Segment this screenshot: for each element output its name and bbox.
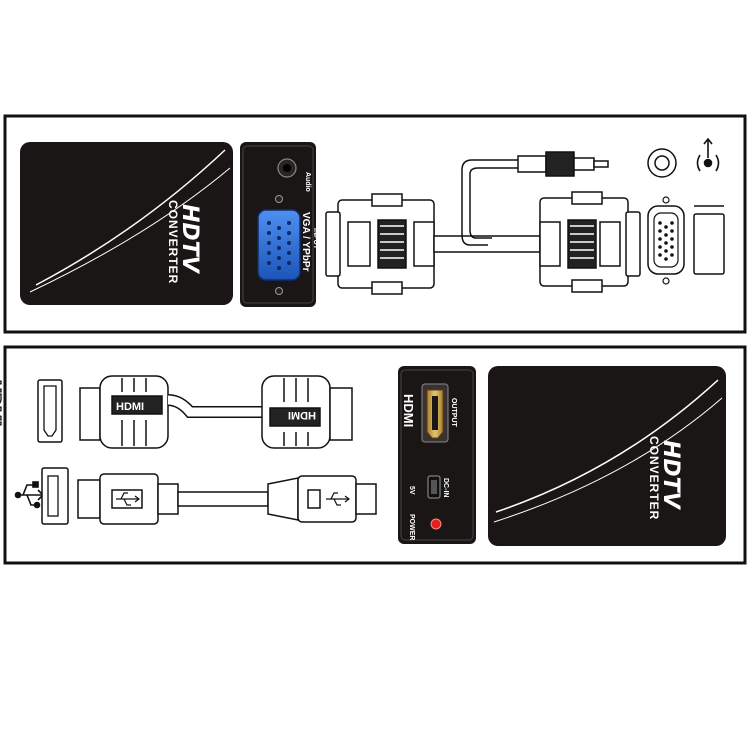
output-label: OUTPUT (450, 398, 457, 428)
output-panel: HDMI OUTPUT DC-IN 5V POWER (398, 366, 476, 544)
vga-label: VGA / YPbPr (300, 212, 311, 272)
audio-jack-icon (647, 148, 677, 178)
converter-brand-logo-bottom: HDTV (658, 440, 683, 511)
converter-box-bottom: HDTV CONVERTER (488, 366, 726, 546)
hdmi-port-icon (37, 379, 63, 443)
dc-in-port (427, 475, 441, 499)
converter-brand-text-bottom: CONVERTER (647, 436, 661, 520)
hdmi-panel-logo: HDMI (401, 394, 416, 427)
audio-out-icon (696, 137, 720, 172)
usb-cable-icon-left (116, 492, 140, 506)
hdmi-cable: HDMI HDMI (79, 375, 353, 449)
dc-in-label: DC-IN (442, 478, 449, 497)
audio-port-icon (277, 158, 297, 178)
voltage-label: 5V (408, 486, 415, 495)
vga-port-icon (257, 195, 301, 295)
hdmi-plug-text-left: HDMI (116, 401, 144, 413)
converter-brand-text: CONVERTER (166, 200, 180, 284)
converter-box-top: HDTV CONVERTER (20, 142, 233, 305)
hdmi-plug-text-right: HDMI (288, 409, 316, 421)
vga-cable (325, 191, 641, 295)
audio-cable (461, 151, 609, 246)
input-label: INPUT (312, 228, 319, 250)
usb-cable-icon-right (326, 492, 350, 506)
usb-cable (77, 473, 377, 525)
power-led (430, 518, 442, 530)
input-panel: Audio VGA / YPbPr INPUT (240, 142, 319, 307)
vga-port-symbol-icon (647, 196, 685, 285)
hdmi-symbol-icon: HDMI (0, 379, 5, 426)
power-label: POWER (408, 514, 415, 540)
audio-label: Audio (304, 172, 311, 192)
usb-icon (14, 481, 45, 509)
converter-brand-logo: HDTV (177, 204, 202, 275)
usb-port-icon (41, 467, 69, 525)
svg-text:HDMI: HDMI (0, 380, 4, 426)
hdmi-output-port (421, 383, 449, 443)
vga-label-symbol (693, 205, 725, 275)
